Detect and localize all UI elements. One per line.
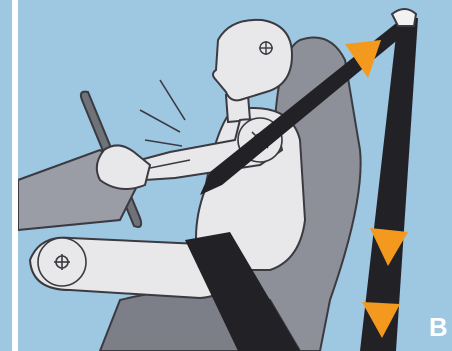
left-strip <box>0 0 12 351</box>
crosshair-icon <box>38 238 86 286</box>
panel-divider <box>15 0 18 351</box>
panel-label: B <box>429 312 448 342</box>
